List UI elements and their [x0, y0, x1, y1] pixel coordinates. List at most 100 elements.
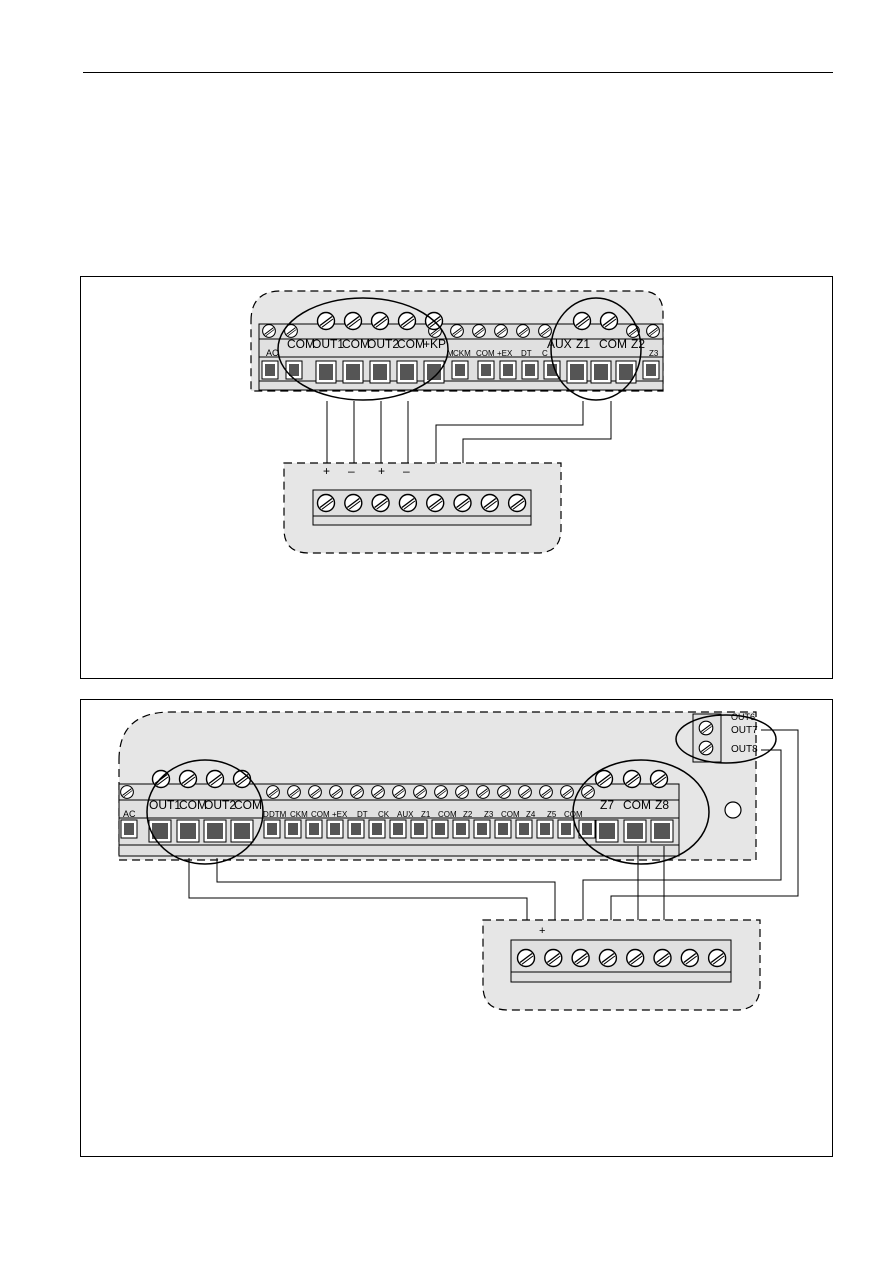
- terminal-screw: [262, 324, 276, 338]
- wires: [326, 401, 612, 463]
- wire-z1: [435, 401, 584, 463]
- terminal-screw: [507, 493, 527, 513]
- terminal-screw: [653, 948, 672, 968]
- terminal-clamp-slot: [373, 364, 387, 380]
- label-ex: +EX: [332, 810, 348, 819]
- terminal-clamp-slot: [619, 364, 633, 380]
- terminal-screw: [646, 324, 660, 338]
- mounting-hole: [724, 801, 742, 819]
- terminal-screw: [266, 785, 280, 799]
- terminal-screw: [450, 324, 464, 338]
- terminal-clamp-slot: [570, 364, 584, 380]
- label-com: COM: [438, 810, 457, 819]
- terminal-screw: [649, 769, 669, 789]
- terminal-screw: [413, 785, 427, 799]
- terminal-screw: [455, 785, 469, 799]
- terminal-clamp-slot: [265, 364, 275, 376]
- terminal-screw: [392, 785, 406, 799]
- terminal-screw: [598, 948, 618, 968]
- terminal-clamp-slot: [234, 823, 250, 839]
- terminal-screw: [287, 785, 301, 799]
- terminal-clamp-slot: [519, 823, 529, 835]
- terminal-clamp-slot: [435, 823, 445, 835]
- label-z2: Z2: [631, 337, 645, 351]
- label-d: D: [263, 810, 269, 819]
- terminal-screw: [350, 785, 364, 799]
- terminal-clamp-slot: [319, 364, 333, 380]
- label-m: M: [447, 349, 454, 358]
- label-kp: +KP: [423, 337, 446, 351]
- label-z5: Z5: [547, 810, 557, 819]
- label-aux: AUX: [547, 337, 572, 351]
- label-com: COM: [623, 798, 651, 812]
- label-dt: DT: [357, 810, 368, 819]
- label-ac: AC: [123, 809, 136, 819]
- terminal-clamp-slot: [288, 823, 298, 835]
- terminal-screw: [343, 311, 363, 331]
- label-ex: +EX: [497, 349, 513, 358]
- terminal-clamp-slot: [289, 364, 299, 376]
- magnifier-circle-right: [550, 297, 642, 401]
- terminal-screw: [397, 311, 417, 331]
- terminal-clamp-slot: [561, 823, 571, 835]
- terminal-clamp-slot: [547, 364, 557, 376]
- terminal-screw: [232, 769, 252, 789]
- board-terminal-labels: AC COM OUT1 COM OUT2 COM +KP M CKM COM +…: [266, 337, 659, 358]
- polarity-minus: –: [348, 464, 355, 478]
- magnifier-circle-left: [146, 759, 264, 865]
- wire-out7: [610, 729, 799, 920]
- terminal-clamp-slot: [400, 364, 414, 380]
- terminal-clamp-slot: [346, 364, 360, 380]
- label-com: COM: [342, 337, 370, 351]
- terminal-clamp-slot: [427, 364, 441, 380]
- terminal-clamp-slot: [481, 364, 491, 376]
- terminal-screw: [680, 948, 699, 968]
- terminal-screw: [516, 948, 536, 968]
- terminal-clamp-slot: [124, 823, 134, 835]
- terminal-clamp-slot: [654, 823, 670, 839]
- magnifier-circle-right: [572, 759, 710, 865]
- label-dt: DT: [521, 349, 532, 358]
- terminal-clamp-slot: [627, 823, 643, 839]
- terminal-screw: [480, 493, 499, 513]
- wiring-figure-1: AC COM OUT1 COM OUT2 COM +KP M CKM COM +…: [80, 276, 833, 679]
- label-z8: Z8: [655, 798, 669, 812]
- terminal-screw: [344, 493, 363, 513]
- label-out7: OUT7: [731, 725, 758, 736]
- terminal-screw: [434, 785, 448, 799]
- terminal-clamp-slot: [309, 823, 319, 835]
- terminal-screw: [707, 948, 727, 968]
- wires: [188, 729, 799, 920]
- terminal-screw: [497, 785, 511, 799]
- terminal-screw: [370, 311, 390, 331]
- polarity-plus: +: [539, 925, 545, 937]
- magnifier-circle-aux: [675, 714, 777, 764]
- terminal-clamp-slot: [594, 364, 608, 380]
- wiring-diagram-2: OUT6 OUT7 OUT8 AC OUT1 COM OUT2 COM D DT…: [118, 711, 799, 1011]
- terminal-clamp-slot: [646, 364, 656, 376]
- label-com: COM: [311, 810, 330, 819]
- terminal-clamp-slot: [393, 823, 403, 835]
- terminal-screw: [329, 785, 343, 799]
- terminal-clamp-slot: [152, 823, 168, 839]
- terminal-screw: [398, 493, 418, 513]
- terminal-screw: [494, 324, 508, 338]
- terminal-clamp-slot: [540, 823, 550, 835]
- terminal-clamp-slot: [267, 823, 277, 835]
- label-com: COM: [179, 798, 207, 812]
- terminal-screw: [594, 769, 614, 789]
- terminal-screw: [571, 948, 590, 968]
- label-com: COM: [599, 337, 627, 351]
- label-out2: OUT2: [204, 798, 236, 812]
- label-z1: Z1: [576, 337, 590, 351]
- polarity-minus: –: [403, 464, 410, 478]
- terminal-clamp-slot: [525, 364, 535, 376]
- terminal-screw: [599, 311, 619, 331]
- polarity-plus: +: [378, 464, 385, 478]
- header-rule: [83, 72, 833, 73]
- terminal-screw: [538, 324, 552, 338]
- terminal-clamp-slot: [498, 823, 508, 835]
- polarity-plus: +: [323, 464, 330, 478]
- terminal-screw: [544, 948, 563, 968]
- label-ck: CK: [378, 810, 390, 819]
